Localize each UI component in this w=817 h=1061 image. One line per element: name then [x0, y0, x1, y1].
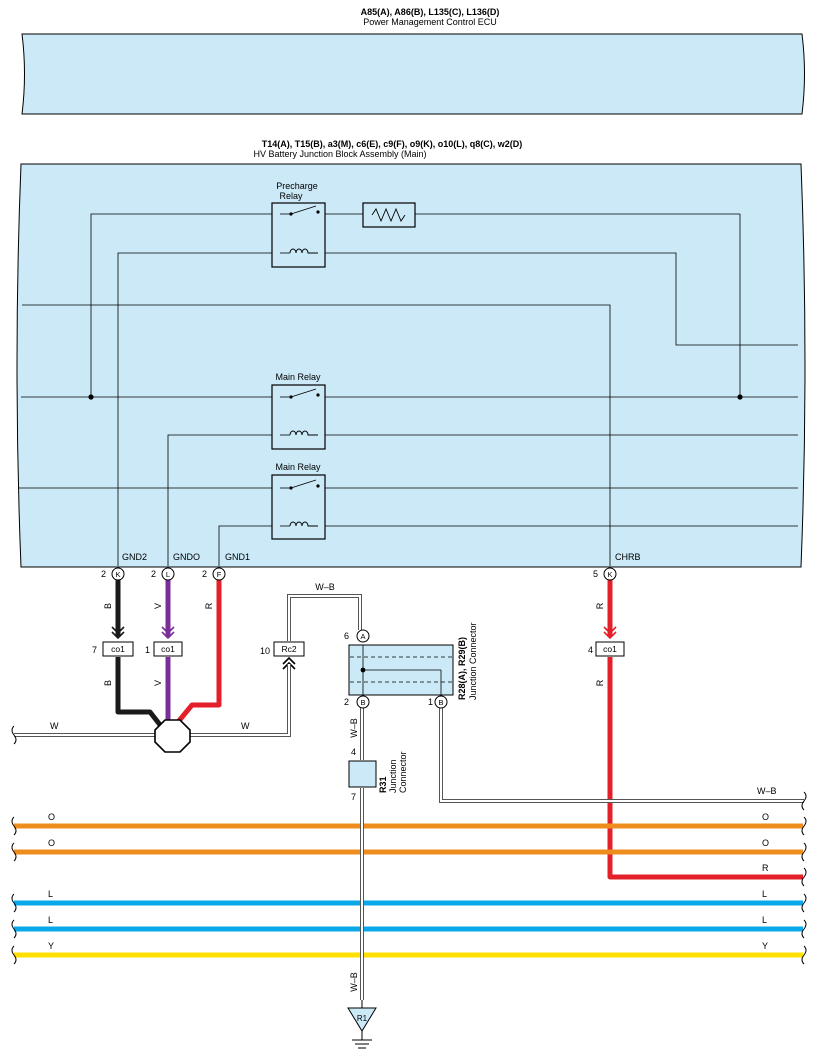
wire-gnd2-black [115, 580, 166, 732]
junction-block-name: HV Battery Junction Block Assembly (Main… [253, 149, 426, 159]
svg-text:R1: R1 [357, 1014, 368, 1023]
r31-subtitle-2: Connector [398, 751, 408, 793]
pin-gnd1-label: GND1 [225, 552, 250, 562]
r28-subtitle: Junction Connector [468, 622, 478, 700]
bus-label-l2-right: L [762, 915, 767, 925]
svg-text:Rc2: Rc2 [281, 644, 296, 654]
pin-gnd2-connector: 2 K [101, 567, 125, 581]
bus-label-l1-right: L [762, 889, 767, 899]
precharge-relay-label-2: Relay [279, 191, 303, 201]
bus-label-wb-right: W–B [757, 786, 777, 796]
wire-code-r31-top: W–B [349, 718, 359, 738]
bus-label-o2-left: O [48, 838, 55, 848]
pin-chrb-connector: 5 K [593, 567, 617, 581]
wire-code-wb-top: W–B [315, 582, 335, 592]
r31-subtitle-1: Junction [388, 759, 398, 793]
ecu-codes: A85(A), A86(B), L135(C), L136(D) [361, 7, 500, 17]
bus-label-w-left: W [50, 721, 59, 731]
wire-code-gnd2-lower: B [103, 680, 113, 686]
svg-text:K: K [607, 570, 612, 579]
splice-dot-left [88, 394, 94, 400]
bus-label-y-right: Y [762, 941, 768, 951]
svg-text:10: 10 [260, 646, 270, 656]
wire-code-gnd2-upper: B [103, 603, 113, 609]
pin-gnd1-connector: 2 F [202, 567, 226, 581]
junction-internal-wiring [18, 213, 798, 566]
wire-chrb-red [607, 580, 803, 880]
svg-text:5: 5 [593, 569, 598, 579]
wave-break-marks [11, 725, 807, 965]
ground-r1-symbol: R1 [347, 1007, 377, 1049]
pin-gndo-label: GNDO [173, 552, 200, 562]
svg-text:7: 7 [351, 792, 356, 802]
svg-text:4: 4 [588, 645, 593, 655]
svg-text:7: 7 [92, 645, 97, 655]
svg-text:2: 2 [202, 569, 207, 579]
r28-junction-connector: 6 A 2 B 1 B [344, 629, 454, 709]
wire-gnd1-red [176, 580, 222, 724]
splice-dot-right [737, 394, 743, 400]
junction-block [16, 163, 806, 568]
svg-text:6: 6 [344, 631, 349, 641]
svg-text:4: 4 [351, 747, 356, 757]
svg-text:B: B [438, 698, 443, 707]
co1-connector-gndo: 1 co1 [145, 641, 183, 657]
ecu-block [21, 33, 805, 115]
svg-text:1: 1 [428, 697, 433, 707]
svg-text:F: F [217, 570, 222, 579]
wire-code-chrb-lower: R [595, 679, 605, 686]
junction-block-codes: T14(A), T15(B), a3(M), c6(E), c9(F), o9(… [262, 139, 523, 149]
wire-code-chrb-upper: R [595, 602, 605, 609]
precharge-resistor [362, 202, 416, 228]
bus-label-l1-left: L [48, 889, 53, 899]
svg-text:A: A [360, 632, 365, 641]
wire-code-gnd1-upper: R [204, 602, 214, 609]
svg-text:2: 2 [151, 569, 156, 579]
svg-text:K: K [115, 570, 120, 579]
bus-label-o1-right: O [762, 812, 769, 822]
main-relay-1 [271, 384, 326, 450]
ecu-name: Power Management Control ECU [363, 17, 497, 27]
wire-code-r31-bottom: W–B [349, 972, 359, 992]
svg-text:L: L [166, 570, 170, 579]
main-relay-2-label: Main Relay [275, 462, 321, 472]
pin-chrb-label: CHRB [615, 552, 641, 562]
bus-label-r-right: R [762, 863, 769, 873]
co1-connector-gnd2: 7 co1 [92, 641, 134, 657]
pin-gndo-connector: 2 L [151, 567, 175, 581]
bus-label-w-right: W [241, 721, 250, 731]
co1-connector-chrb: 4 co1 [588, 641, 625, 657]
svg-text:B: B [360, 698, 365, 707]
r31-junction-connector: 4 7 [348, 747, 377, 802]
ground-splice-octagon [154, 719, 191, 753]
svg-text:co1: co1 [111, 644, 125, 654]
main-relay-1-label: Main Relay [275, 372, 321, 382]
bus-label-y-left: Y [48, 941, 54, 951]
r28-title: R28(A), R29(B) [457, 637, 467, 700]
main-relay-2 [271, 474, 326, 540]
svg-text:co1: co1 [603, 644, 617, 654]
rc2-connector: 10 Rc2 [260, 641, 305, 657]
precharge-relay-label-1: Precharge [276, 181, 318, 191]
wire-code-gndo-upper: V [153, 603, 163, 609]
bus-label-l2-left: L [48, 915, 53, 925]
svg-text:2: 2 [344, 697, 349, 707]
pin-gnd2-label: GND2 [122, 552, 147, 562]
r31-title: R31 [378, 776, 388, 793]
svg-text:co1: co1 [161, 644, 175, 654]
svg-text:2: 2 [101, 569, 106, 579]
bus-label-o2-right: O [762, 838, 769, 848]
chevron-arrows [111, 626, 617, 670]
bus-label-o1-left: O [48, 812, 55, 822]
precharge-relay [271, 202, 326, 268]
wire-code-gndo-lower: V [153, 680, 163, 686]
svg-text:1: 1 [145, 645, 150, 655]
